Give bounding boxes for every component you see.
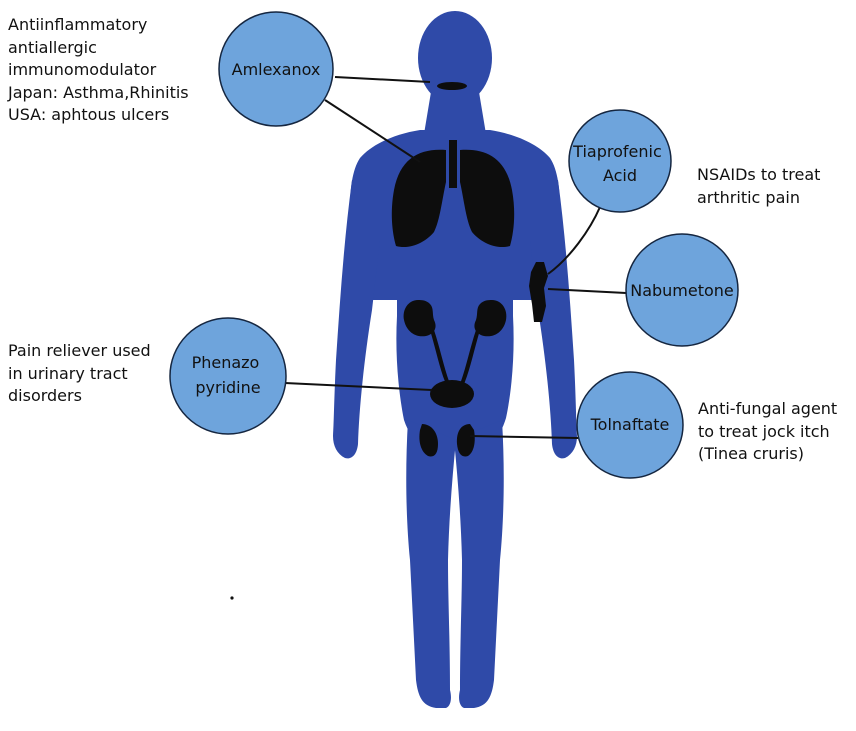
amlexanox-bubble: Amlexanox [219,12,333,126]
phenazopyridine-drug-name-line-2: pyridine [195,378,260,397]
nsaids-note-line-2: arthritic pain [697,187,820,210]
right-leg [454,420,504,708]
amlexanox-note-line-2: antiallergic [8,37,189,60]
tiaprofenic-drug-name-line-1: Tiaprofenic [572,142,662,161]
amlexanox-note-line-3: immunomodulator [8,59,189,82]
amlexanox-drug-name: Amlexanox [232,60,321,79]
tiaprofenic-bubble: Tiaprofenic Acid [569,110,671,212]
amlexanox-note-line-5: USA: aphtous ulcers [8,104,189,127]
phenazopyridine-bubble: Phenazo pyridine [170,318,286,434]
nabumetone-drug-name: Nabumetone [630,281,734,300]
amlexanox-annotation: Antiinflammatory antiallergic immunomodu… [8,14,189,127]
amlexanox-note-line-1: Antiinflammatory [8,14,189,37]
tolnaftate-note-line-2: to treat jock itch [698,421,837,444]
bladder-organ [430,380,474,408]
tolnaftate-annotation: Anti-fungal agent to treat jock itch (Ti… [698,398,837,466]
nsaids-annotation: NSAIDs to treat arthritic pain [697,164,820,209]
amlexanox-note-line-4: Japan: Asthma,Rhinitis [8,82,189,105]
trachea [449,140,457,188]
leader-amlexanox-mouth [335,77,430,82]
stray-dot [230,596,233,599]
phenazopyridine-annotation: Pain reliever used in urinary tract diso… [8,340,151,408]
tolnaftate-note-line-3: (Tinea cruris) [698,443,837,466]
nabumetone-bubble: Nabumetone [626,234,738,346]
phenazopyridine-note-line-3: disorders [8,385,151,408]
tolnaftate-bubble: Tolnaftate [577,372,683,478]
tolnaftate-drug-name: Tolnaftate [590,415,670,434]
left-leg [406,420,456,708]
tolnaftate-note-line-1: Anti-fungal agent [698,398,837,421]
phenazopyridine-note-line-1: Pain reliever used [8,340,151,363]
left-arm [333,180,380,458]
tiaprofenic-drug-name-line-2: Acid [603,166,637,185]
svg-text:Nabumetone: Nabumetone [630,281,734,300]
mouth-organ [437,82,467,90]
phenazopyridine-note-line-2: in urinary tract [8,363,151,386]
neck [424,92,486,134]
svg-text:Amlexanox: Amlexanox [232,60,321,79]
nsaids-note-line-1: NSAIDs to treat [697,164,820,187]
head [418,11,492,105]
svg-text:Tolnaftate: Tolnaftate [590,415,670,434]
human-body-silhouette [333,11,577,708]
phenazopyridine-drug-name-line-1: Phenazo [192,353,260,372]
